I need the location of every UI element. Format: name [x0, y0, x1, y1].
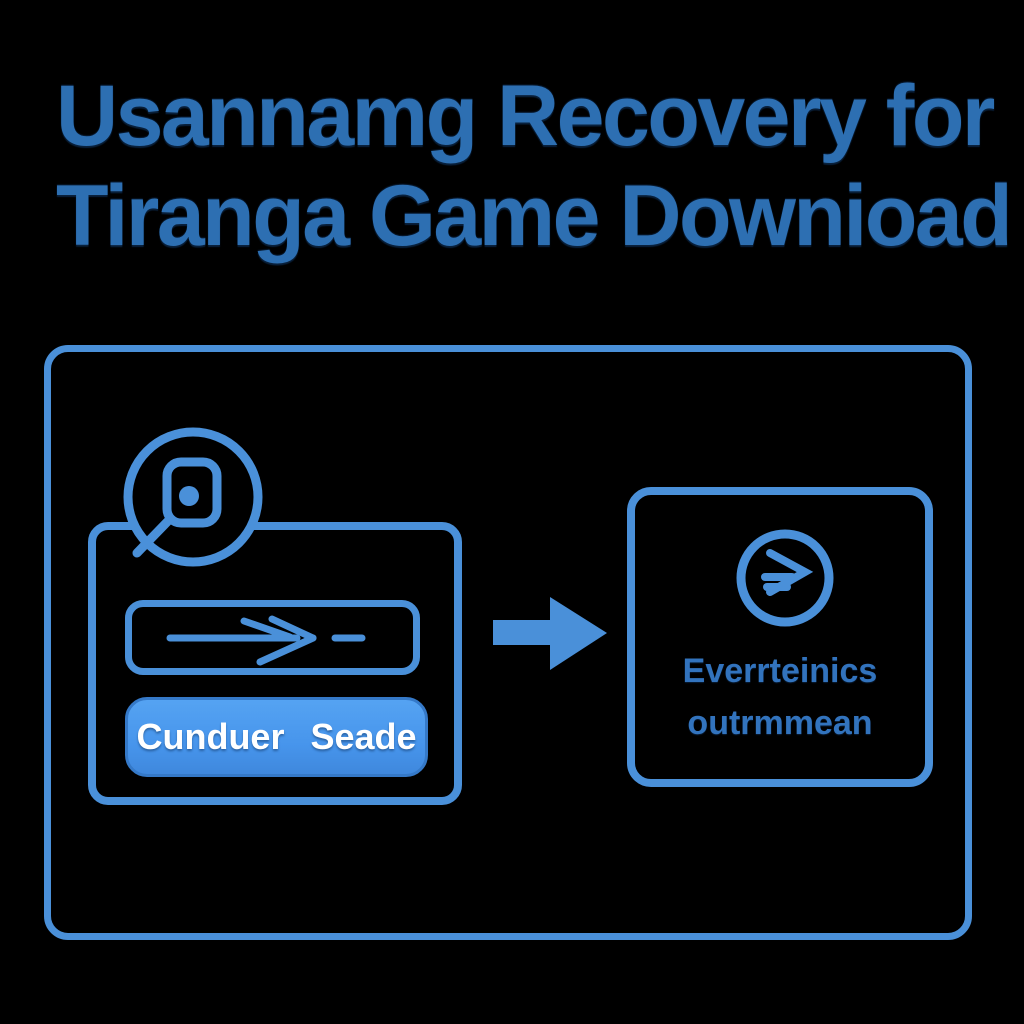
long-arrow-dash-icon — [166, 615, 366, 666]
arrow-right-icon — [493, 597, 607, 670]
device-profile-badge-icon — [123, 427, 263, 567]
page-title-line-2: Tiranga Game Downioad — [56, 168, 1013, 264]
result-panel-caption: Everrteinics outrmmean — [627, 645, 933, 749]
account-card-panel — [88, 522, 462, 805]
send-forward-circle-icon — [736, 529, 834, 627]
recovery-code-input[interactable] — [125, 600, 420, 675]
result-caption-line-1: Everrteinics — [682, 652, 878, 690]
recover-button[interactable]: Cunduer Seade — [125, 697, 428, 777]
page-title: Usannamg Recovery for Tiranga Game Downi… — [56, 66, 1013, 266]
page-title-line-1: Usannamg Recovery for — [56, 68, 995, 164]
result-panel — [627, 487, 933, 787]
recover-button-label: Cunduer Seade — [136, 716, 417, 757]
diagram-container — [44, 345, 972, 940]
result-caption-line-2: outrmmean — [687, 704, 873, 742]
